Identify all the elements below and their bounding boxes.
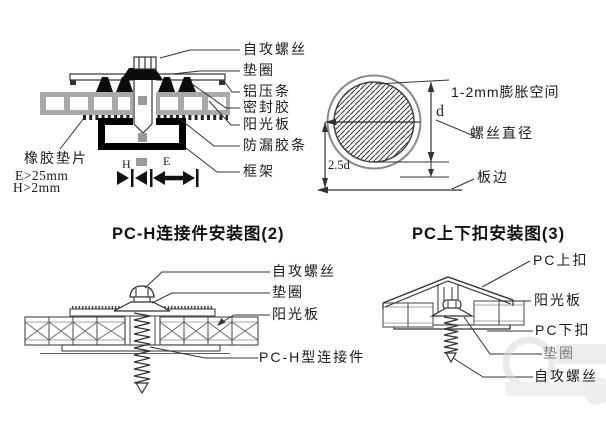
- right-panel: [159, 316, 259, 346]
- fixing-detail-leaders: [59, 49, 240, 173]
- label-self-tapping-screw: 自攻螺丝: [243, 41, 307, 57]
- h-connector-drawing: [24, 271, 270, 395]
- label-pc-lower-cap: PC下扣: [535, 322, 591, 338]
- h-e-dimension-arrows: [117, 158, 199, 187]
- label-pc-upper-cap: PC上扣: [533, 252, 589, 268]
- h-connector-leaders: [144, 271, 270, 359]
- label-washer: 垫圈: [243, 62, 275, 78]
- fixing-detail-drawing: [40, 49, 240, 187]
- left-panel: [24, 316, 126, 346]
- label-board-edge: 板边: [477, 169, 509, 185]
- label-pc-sheet: 阳光板: [534, 292, 582, 308]
- label-self-tapping-screw: 自攻螺丝: [534, 368, 598, 384]
- dim-e: E: [163, 154, 171, 168]
- label-washer: 垫圈: [543, 345, 575, 361]
- right-panel: [473, 300, 525, 326]
- sealant-blocks: [96, 77, 196, 92]
- d-dimension: [376, 82, 449, 178]
- h-profile-webs: [124, 316, 161, 345]
- snap-fit-leaders: [452, 260, 542, 378]
- label-self-tapping-screw: 自攻螺丝: [272, 263, 336, 279]
- caption-snap-fit: PC上下扣安装图(3): [412, 225, 566, 243]
- label-washer: 垫圈: [272, 284, 304, 300]
- hole-spacing-drawing: [317, 74, 475, 194]
- note-edge-distance: E>25mm: [15, 168, 69, 183]
- screw: [113, 285, 171, 395]
- label-rubber-gasket: 橡胶垫片: [24, 150, 88, 166]
- screw: [429, 299, 475, 364]
- label-leakproof-strip: 防漏胶条: [243, 137, 307, 153]
- watermark: [502, 336, 606, 405]
- washer-trapezoid: [121, 68, 163, 80]
- label-aluminum-bar: 铝压条: [243, 83, 291, 99]
- left-panel: [382, 302, 434, 328]
- label-pc-sheet: 阳光板: [272, 306, 320, 322]
- screw-channel: [133, 80, 156, 166]
- snap-fit-drawing: [382, 260, 542, 378]
- hole-detail-leaders: [435, 119, 475, 190]
- dim-2-5d: 2.5d: [328, 158, 350, 172]
- label-expansion-space: 1-2mm膨胀空间: [451, 84, 560, 100]
- label-pch-connector: PC-H型连接件: [259, 349, 366, 365]
- screw-head: [133, 56, 157, 70]
- label-frame: 框架: [243, 163, 275, 179]
- label-screw-diameter: 螺丝直径: [470, 125, 534, 141]
- label-pc-sheet: 阳光板: [243, 116, 291, 132]
- label-sealant: 密封胶: [243, 99, 291, 115]
- dim-h: H: [122, 157, 131, 171]
- dim-d: d: [436, 103, 444, 120]
- caption-pch-connector: PC-H连接件安装图(2): [112, 225, 285, 243]
- note-gap-height: H>2mm: [13, 180, 61, 195]
- board-edge-line: [317, 186, 462, 194]
- edge-distance-dimension: [322, 122, 328, 188]
